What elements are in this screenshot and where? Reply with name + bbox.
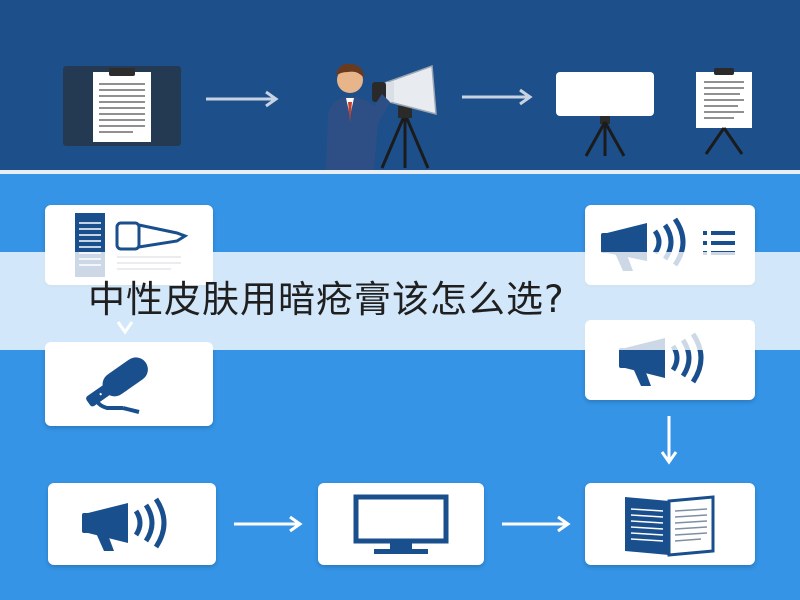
card-open-book — [585, 483, 755, 565]
arrow-down-icon — [660, 416, 678, 466]
arrow-right-icon — [234, 515, 306, 533]
microphone-icon — [86, 357, 148, 414]
page-title: 中性皮肤用暗疮膏该怎么选? — [88, 278, 565, 321]
arrow-right-icon — [462, 88, 536, 106]
card-megaphone-left — [48, 483, 216, 565]
title-banner — [0, 252, 800, 350]
presenter-megaphone-icon — [320, 56, 448, 170]
card-microphone — [45, 342, 213, 426]
megaphone-icon — [82, 497, 167, 551]
document-clipboard-icon — [63, 66, 181, 146]
card-monitor — [318, 483, 484, 565]
band-divider — [0, 170, 800, 174]
projector-screen-icon — [556, 72, 654, 158]
open-book-icon — [625, 495, 715, 557]
arrow-right-icon — [206, 90, 282, 108]
monitor-icon — [353, 494, 449, 554]
flipchart-icon — [694, 66, 754, 156]
arrow-right-icon — [502, 515, 574, 533]
